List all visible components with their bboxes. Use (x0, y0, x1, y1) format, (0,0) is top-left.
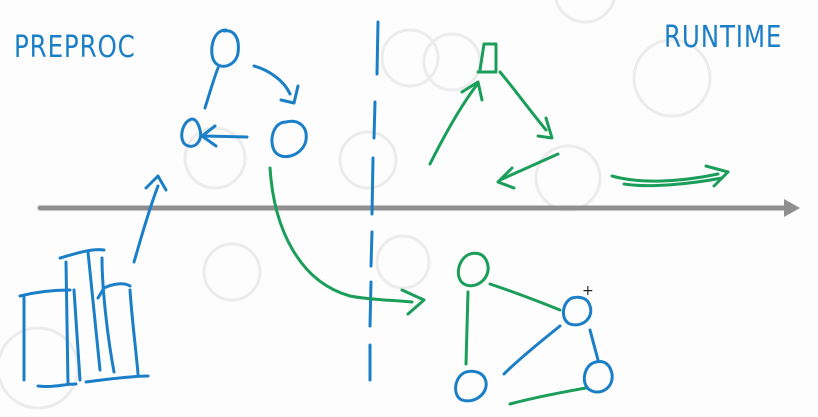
triangle-node-right (562, 295, 593, 327)
runtime-edge-down (498, 70, 548, 132)
triangle-edge-top-right (488, 282, 562, 312)
phase-divider-dashed-line (368, 20, 380, 382)
triangle-node-bottomleft (454, 369, 488, 403)
runtime-sequence-graph (428, 42, 730, 190)
runtime-edge-in-head (460, 80, 484, 102)
cycle-node-right (270, 119, 308, 159)
data-blocks-drawing (18, 174, 168, 389)
cycle-edge-top-to-right-head (279, 84, 300, 105)
runtime-edge-right-2 (622, 176, 724, 188)
runtime-triangle-graph-blue (454, 295, 614, 403)
runtime-edge-down-head (536, 116, 554, 140)
cycle-edge-left-to-top (203, 66, 220, 110)
timeline-axis-arrow (37, 199, 800, 217)
runtime-edge-right (610, 172, 720, 183)
cycle-edge-top-to-right (252, 64, 292, 96)
cycle-edge-right-to-left-head (200, 124, 218, 148)
preproc-cycle-graph (180, 28, 308, 159)
transfer-arrow (268, 166, 426, 316)
runtime-edge-left (498, 152, 560, 182)
triangle-edge-right-bottomright (588, 328, 600, 362)
cycle-edge-right-to-left (202, 134, 249, 139)
triangle-edge-top-bottomleft (464, 290, 470, 366)
triangle-node-top (456, 251, 490, 288)
runtime-label: RUNTIME (664, 20, 783, 55)
cycle-node-top (210, 28, 240, 68)
cycle-node-left (180, 117, 203, 148)
runtime-triangle-graph (456, 251, 588, 406)
runtime-edge-right-head (704, 164, 730, 188)
runtime-edge-left-head (496, 166, 516, 190)
runtime-node-top (476, 42, 498, 74)
preproc-label: PREPROC (14, 30, 136, 65)
triangle-node-bottomright (582, 360, 614, 394)
runtime-edge-in (428, 84, 478, 166)
triangle-edge-right-bottomleft (502, 324, 562, 376)
triangle-edge-bottom (508, 386, 588, 406)
crosshair-cursor-icon: + (582, 283, 594, 299)
